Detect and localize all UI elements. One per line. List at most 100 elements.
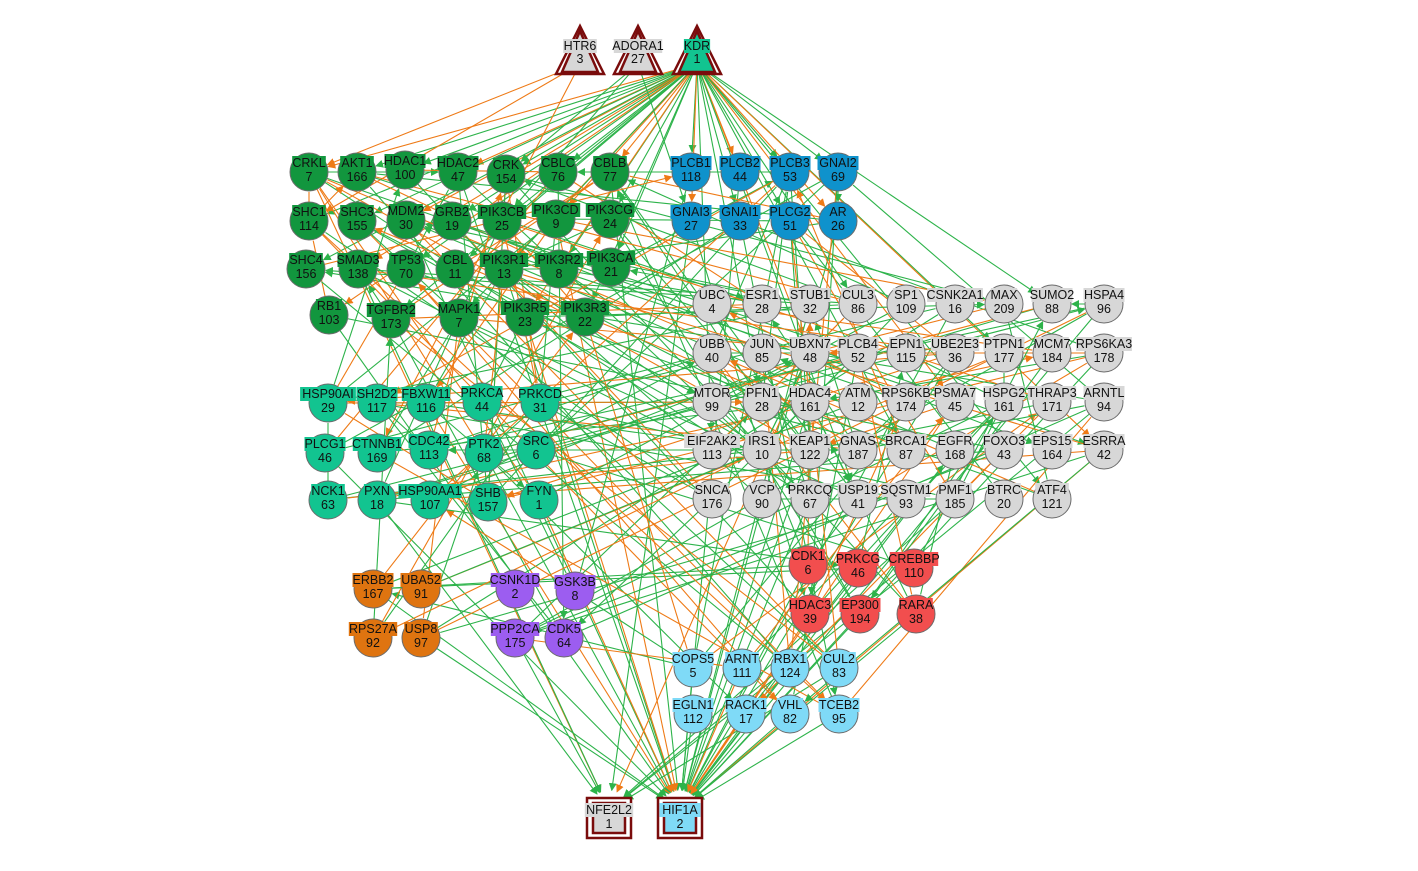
node-usp8[interactable]: USP897 [401,618,441,658]
node-mtor[interactable]: MTOR99 [692,382,732,422]
node-atm[interactable]: ATM12 [838,382,878,422]
node-shc4[interactable]: SHC4156 [286,249,326,289]
node-prkcq[interactable]: PRKCQ67 [788,479,833,519]
node-plcb3[interactable]: PLCB353 [769,152,811,192]
node-pmf1[interactable]: PMF1185 [935,479,975,519]
target-node-nfe2l2[interactable]: NFE2L21 [584,796,634,840]
node-max[interactable]: MAX209 [984,284,1024,324]
node-ubc[interactable]: UBC4 [692,284,732,324]
source-node-htr6[interactable]: HTR63 [553,23,607,76]
node-tp53[interactable]: TP5370 [386,249,426,289]
node-ubb[interactable]: UBB40 [692,333,732,373]
node-sp1[interactable]: SP1109 [886,284,926,324]
node-arnt[interactable]: ARNT111 [722,648,762,688]
node-foxo3[interactable]: FOXO343 [983,430,1025,470]
node-erbb2[interactable]: ERBB2167 [352,569,394,609]
node-rbx1[interactable]: RBX1124 [770,648,810,688]
node-ep300[interactable]: EP300194 [839,594,881,634]
node-snca[interactable]: SNCA176 [692,479,732,519]
node-gnas[interactable]: GNAS187 [838,430,878,470]
node-ptk2[interactable]: PTK268 [464,433,504,473]
node-hspg2[interactable]: HSPG2161 [983,382,1025,422]
node-shc1[interactable]: SHC1114 [289,201,329,241]
node-smad3[interactable]: SMAD3138 [336,249,380,289]
node-cbl[interactable]: CBL11 [435,249,475,289]
node-gnai1[interactable]: GNAI133 [719,201,761,241]
node-mdm2[interactable]: MDM230 [386,200,426,240]
node-hdac3[interactable]: HDAC339 [789,594,831,634]
node-cdk1[interactable]: CDK16 [788,545,828,585]
node-sumo2[interactable]: SUMO288 [1030,284,1075,324]
node-pxn[interactable]: PXN18 [357,480,397,520]
node-jun[interactable]: JUN85 [742,333,782,373]
node-usp19[interactable]: USP1941 [837,479,879,519]
node-prkcd[interactable]: PRKCD31 [518,383,562,423]
node-stub1[interactable]: STUB132 [789,284,831,324]
node-keap1[interactable]: KEAP1122 [789,430,831,470]
node-irs1[interactable]: IRS110 [742,430,782,470]
node-crk[interactable]: CRK154 [486,154,526,194]
node-pik3cg[interactable]: PIK3CG24 [585,199,635,239]
node-shb[interactable]: SHB157 [468,482,508,522]
node-csnk2a1[interactable]: CSNK2A116 [927,284,984,324]
source-node-adora1[interactable]: ADORA127 [611,23,665,76]
node-btrc[interactable]: BTRC20 [984,479,1024,519]
node-pik3cd[interactable]: PIK3CD9 [531,199,581,239]
node-mcm7[interactable]: MCM7184 [1032,333,1072,373]
node-crkl[interactable]: CRKL7 [289,152,329,192]
target-node-hif1a[interactable]: HIF1A2 [656,796,704,840]
node-rps6ka3[interactable]: RPS6KA3178 [1076,333,1132,373]
node-cblc[interactable]: CBLC76 [538,152,578,192]
node-vhl[interactable]: VHL82 [770,694,810,734]
node-csnk1d[interactable]: CSNK1D2 [490,569,541,609]
node-tceb2[interactable]: TCEB295 [818,694,860,734]
node-rack1[interactable]: RACK117 [725,694,767,734]
node-hspa4[interactable]: HSPA496 [1083,284,1125,324]
node-egln1[interactable]: EGLN1112 [672,694,714,734]
node-plcg1[interactable]: PLCG146 [304,433,346,473]
node-akt1[interactable]: AKT1166 [337,152,377,192]
node-rps27a[interactable]: RPS27A92 [348,618,398,658]
node-epn1[interactable]: EPN1115 [886,333,926,373]
node-uba52[interactable]: UBA5291 [400,569,442,609]
node-arntl[interactable]: ARNTL94 [1083,382,1125,422]
node-sh2d2[interactable]: SH2D2117 [356,383,398,423]
node-pik3r5[interactable]: PIK3R523 [500,297,550,337]
node-pik3r1[interactable]: PIK3R113 [479,249,529,289]
node-cul3[interactable]: CUL386 [838,284,878,324]
node-hsp90ai[interactable]: HSP90AI29 [300,383,356,423]
node-ubxn7[interactable]: UBXN748 [789,333,831,373]
node-plcb1[interactable]: PLCB1118 [670,152,712,192]
node-esr1[interactable]: ESR128 [742,284,782,324]
node-nck1[interactable]: NCK163 [308,480,348,520]
node-pik3r2[interactable]: PIK3R28 [534,249,584,289]
node-egfr[interactable]: EGFR168 [935,430,975,470]
node-mapk1[interactable]: MAPK17 [438,298,480,338]
node-pik3ca[interactable]: PIK3CA21 [586,247,636,287]
node-plcg2[interactable]: PLCG251 [769,201,811,241]
node-thrap3[interactable]: THRAP3171 [1027,382,1077,422]
node-vcp[interactable]: VCP90 [742,479,782,519]
node-hdac4[interactable]: HDAC4161 [789,382,831,422]
node-brca1[interactable]: BRCA187 [885,430,927,470]
node-pik3r3[interactable]: PIK3R322 [560,297,610,337]
node-cdk5[interactable]: CDK564 [544,618,584,658]
node-esrra[interactable]: ESRRA42 [1082,430,1126,470]
node-ppp2ca[interactable]: PPP2CA175 [490,618,540,658]
node-plcb2[interactable]: PLCB244 [719,152,761,192]
node-eif2ak2[interactable]: EIF2AK2113 [684,430,740,470]
node-plcb4[interactable]: PLCB452 [837,333,879,373]
node-src[interactable]: SRC6 [516,430,556,470]
node-ptpn1[interactable]: PTPN1177 [983,333,1025,373]
node-rara[interactable]: RARA38 [896,594,936,634]
node-prkcg[interactable]: PRKCG46 [836,548,880,588]
node-gnai3[interactable]: GNAI327 [670,201,712,241]
node-pik3cb[interactable]: PIK3CB25 [477,201,527,241]
node-pfn1[interactable]: PFN128 [742,382,782,422]
node-hsp90aa1[interactable]: HSP90AA1107 [398,480,462,520]
node-ctnnb1[interactable]: CTNNB1169 [352,433,402,473]
node-ube2e3[interactable]: UBE2E336 [930,333,980,373]
node-atf4[interactable]: ATF4121 [1032,479,1072,519]
node-gnai2[interactable]: GNAI269 [817,152,859,192]
node-tgfbr2[interactable]: TGFBR2173 [366,299,416,339]
